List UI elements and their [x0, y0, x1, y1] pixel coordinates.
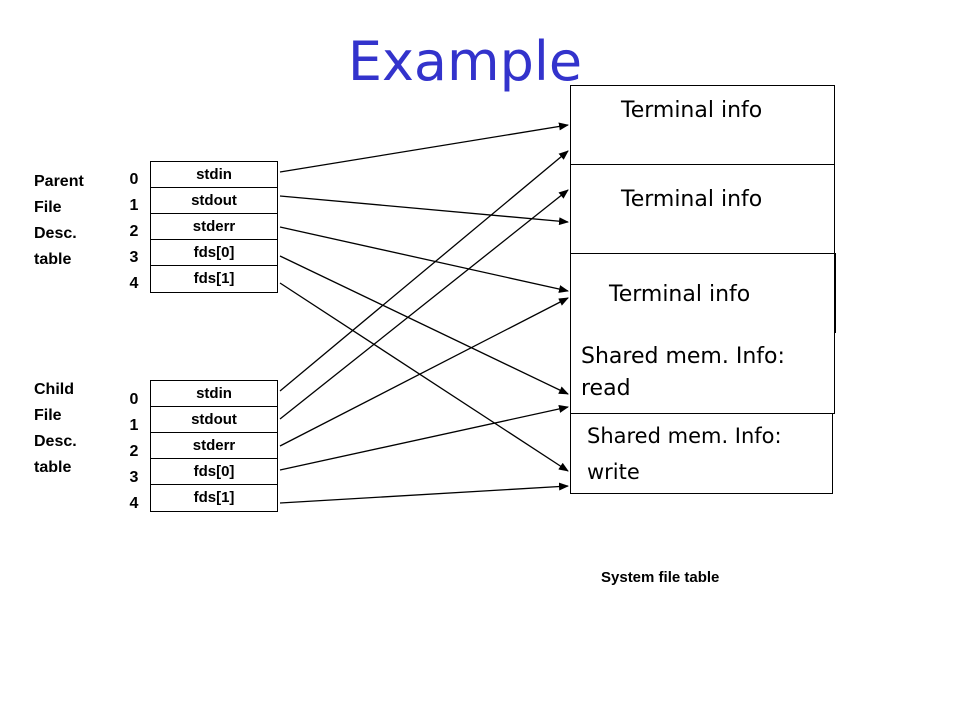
- parent-fd-stderr: stderr: [151, 214, 277, 240]
- fd-index: 0: [129, 171, 139, 188]
- fd-index: 1: [129, 417, 139, 434]
- parent-label-line: Desc.: [34, 225, 77, 242]
- parent-fd3-arrow: [279, 255, 569, 395]
- child-label-line: File: [34, 407, 62, 424]
- parent-fd0-arrow: [279, 122, 569, 173]
- parent-fd1-arrow: [279, 195, 569, 226]
- child-fd-stderr: stderr: [151, 433, 277, 459]
- parent-fd-table: stdin stdout stderr fds[0] fds[1]: [150, 161, 278, 293]
- child-table-label: Child File Desc. table: [34, 377, 77, 481]
- fd-index: 3: [129, 469, 139, 486]
- child-fd3-arrow: [279, 405, 569, 471]
- child-indices: 0 1 2 3 4: [124, 387, 144, 517]
- child-fd-fds1: fds[1]: [193, 489, 235, 506]
- child-fd4-arrow: [279, 482, 569, 504]
- fd-index: 2: [129, 443, 139, 460]
- parent-fd-fds1: fds[1]: [193, 270, 235, 287]
- system-entry-text: Terminal info: [621, 98, 763, 123]
- fd-index: 3: [129, 249, 139, 266]
- system-entry-terminal-1: Terminal info: [570, 85, 835, 165]
- parent-fd-stdin: stdin: [151, 162, 277, 188]
- parent-fd-stdout: stdout: [151, 188, 277, 214]
- parent-label-line: Parent: [34, 173, 84, 190]
- fd-index: 1: [129, 197, 139, 214]
- parent-label-line: table: [34, 251, 72, 268]
- fd-index: 4: [129, 275, 139, 292]
- child-label-line: table: [34, 459, 72, 476]
- system-file-table-label: System file table: [601, 569, 720, 586]
- system-entry-shm-write: Shared mem. Info: write: [570, 413, 833, 494]
- parent-indices: 0 1 2 3 4: [124, 167, 144, 297]
- child-fd2-arrow: [279, 297, 569, 447]
- child-fd1-arrow: [279, 189, 569, 420]
- system-entry-text: read: [581, 376, 631, 401]
- system-entry-text: Terminal info: [609, 282, 751, 307]
- child-fd-stdin: stdin: [151, 381, 277, 407]
- child-label-line: Child: [34, 381, 74, 398]
- fd-index: 0: [129, 391, 139, 408]
- child-label-line: Desc.: [34, 433, 77, 450]
- system-entry-text: Shared mem. Info:: [587, 424, 782, 448]
- child-fd-table: stdin stdout stderr fds[0] fds[1]: [150, 380, 278, 512]
- system-entry-shm-read: Shared mem. Info: read: [570, 332, 835, 414]
- child-fd-stdout: stdout: [151, 407, 277, 433]
- parent-label-line: File: [34, 199, 62, 216]
- fd-index: 2: [129, 223, 139, 240]
- system-entry-terminal-2: Terminal info: [570, 164, 835, 254]
- fd-index: 4: [129, 495, 139, 512]
- slide-title: Example: [347, 30, 583, 93]
- parent-fd-fds0: fds[0]: [151, 240, 277, 266]
- child-fd-fds0: fds[0]: [151, 459, 277, 485]
- system-entry-text: Terminal info: [621, 187, 763, 212]
- child-fd0-arrow: [279, 150, 569, 392]
- parent-fd2-arrow: [279, 226, 569, 293]
- system-entry-text: Shared mem. Info:: [581, 344, 785, 369]
- parent-table-label: Parent File Desc. table: [34, 169, 84, 273]
- system-entry-text: write: [587, 460, 640, 484]
- parent-fd4-arrow: [279, 282, 569, 472]
